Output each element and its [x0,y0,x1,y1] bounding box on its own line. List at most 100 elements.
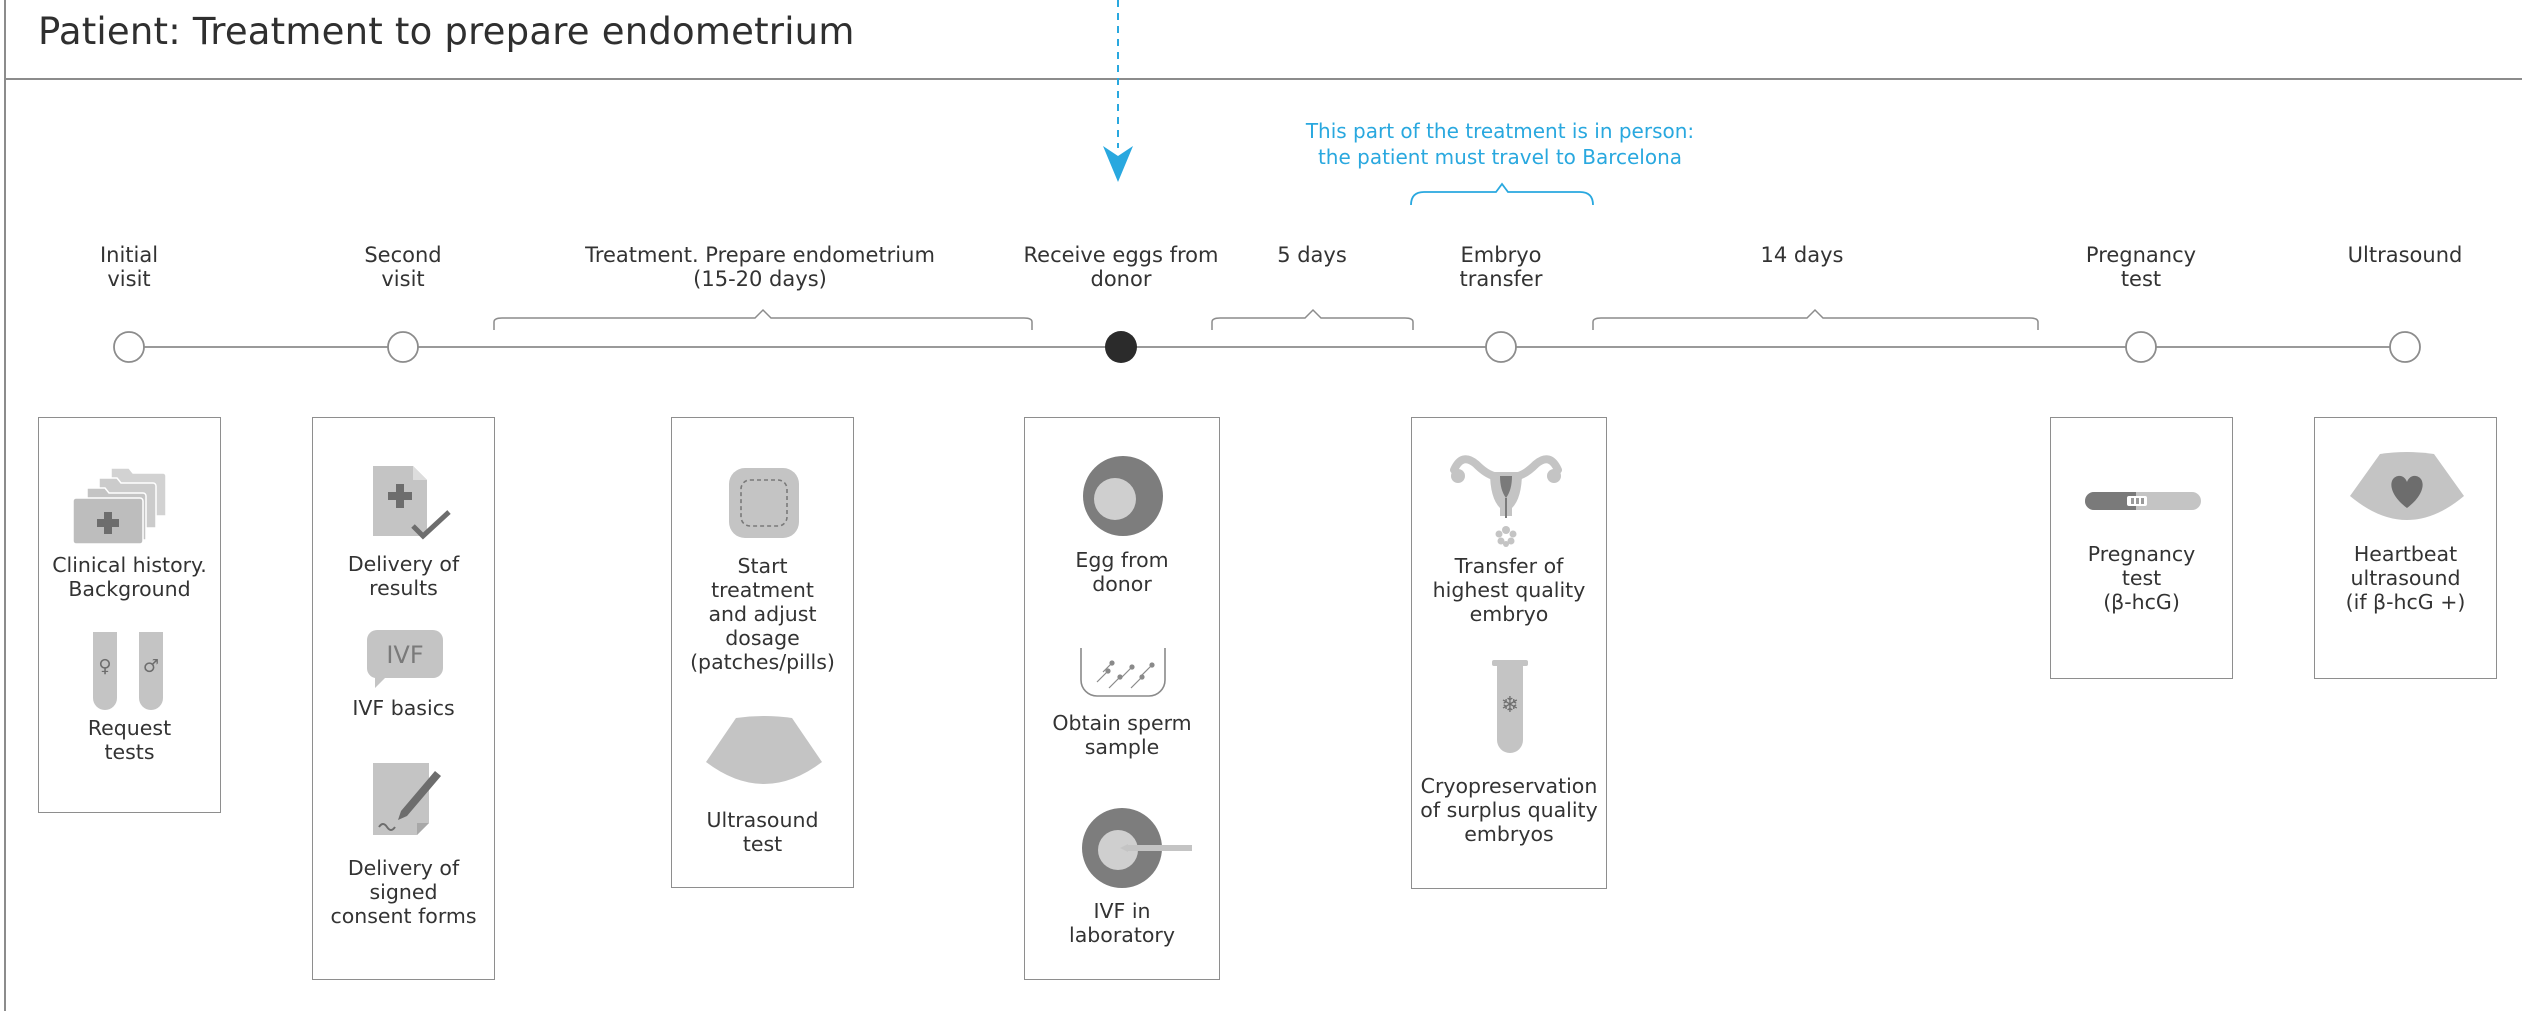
step-label-line: 14 days [1760,243,1844,267]
card-item-text: embryos [1464,822,1554,846]
callout-line2: the patient must travel to Barcelona [1317,145,1683,169]
node-embryo-transfer [1485,331,1517,363]
card-item-text: tests [104,740,155,764]
card-item-text: dosage [725,626,800,650]
five-days-bracket [1211,308,1414,330]
egg-icon [1083,456,1163,536]
card-item-start-treatment: Start treatment and adjust dosage (patch… [672,554,853,674]
card-item-pregnancy-test: Pregnancy test (β-hcG) [2051,542,2232,614]
card-item-text: Obtain sperm [1052,711,1192,735]
card-item-text: test [2121,566,2162,590]
ivf-speech-bubble-icon: IVF [367,630,443,688]
card-item-cryopreservation: Cryopreservation of surplus quality embr… [1412,774,1606,846]
step-label-five-days: 5 days [1192,243,1432,267]
patch-icon [729,468,799,538]
signed-document-icon [373,763,441,835]
card-item-transfer-embryo: Transfer of highest quality embryo [1412,554,1606,626]
step-label-initial-visit: Initial visit [9,243,249,291]
arrow-head-icon [1103,146,1133,182]
card-item-text: signed [369,880,438,904]
in-person-callout: This part of the treatment is in person:… [1260,118,1740,170]
step-label-line: transfer [1459,267,1543,291]
treatment-bracket [493,308,1033,330]
step-label-line: Receive eggs from [1023,243,1219,267]
card-item-text: Clinical history. [52,553,207,577]
document-check-icon [373,466,451,540]
card-item-text: consent forms [330,904,477,928]
card-item-text: IVF in [1093,899,1151,923]
card-item-text: ultrasound [2350,566,2461,590]
step-label-line: Ultrasound [2347,243,2463,267]
step-label-line: Initial [99,243,159,267]
node-receive-eggs [1105,331,1137,363]
card-item-text: Start [737,554,788,578]
card-item-text: IVF basics [352,696,455,720]
card-item-text: treatment [711,578,814,602]
svg-text:♀: ♀ [98,656,111,677]
card-item-text: Pregnancy [2087,542,2196,566]
step-label-fourteen-days: 14 days [1682,243,1922,267]
card-item-text: embryo [1469,602,1549,626]
uterus-icon [1450,455,1562,547]
card-item-text: of surplus quality [1420,798,1598,822]
card-item-ultrasound-test: Ultrasound test [672,808,853,856]
node-ultrasound [2389,331,2421,363]
callout-line1: This part of the treatment is in person: [1305,119,1695,143]
card-item-request-tests: Request tests [39,716,220,764]
svg-text:♂: ♂ [143,656,159,677]
card-item-clinical-history: Clinical history. Background [39,553,220,601]
card-receive-eggs: Egg from donor Obtain sperm sample IVF i… [1024,417,1220,980]
step-label-line: (15-20 days) [693,267,827,291]
card-item-text: Egg from [1075,548,1169,572]
step-label-line: test [2120,267,2162,291]
step-label-embryo-transfer: Embryo transfer [1381,243,1621,291]
card-item-text: (patches/pills) [690,650,835,674]
node-pregnancy-test [2125,331,2157,363]
card-treatment: Start treatment and adjust dosage (patch… [671,417,854,888]
callout-bracket [1410,182,1594,206]
card-item-text: Cryopreservation [1420,774,1598,798]
header-divider [4,78,2522,80]
card-item-text: test [742,832,783,856]
card-item-text: highest quality [1432,578,1586,602]
node-second-visit [387,331,419,363]
step-label-line: Embryo [1460,243,1542,267]
card-item-text: results [369,576,438,600]
step-label-line: visit [381,267,425,291]
step-label-treatment: Treatment. Prepare endometrium (15-20 da… [560,243,960,291]
card-embryo-transfer: Transfer of highest quality embryo ❄ Cry… [1411,417,1607,889]
card-item-egg-from-donor: Egg from donor [1025,548,1219,596]
card-item-text: donor [1092,572,1152,596]
test-tubes-icon: ♀ ♂ [93,632,163,710]
sperm-sample-icon [1080,648,1166,697]
step-label-line: Second [364,243,442,267]
card-item-ivf-basics: IVF basics [313,696,494,720]
fourteen-days-bracket [1592,308,2039,330]
card-item-text: Heartbeat [2353,542,2458,566]
card-item-text: Ultrasound [706,808,819,832]
card-item-text: Background [68,577,191,601]
step-label-line: visit [107,267,151,291]
card-ultrasound: Heartbeat ultrasound (if β-hcG +) [2314,417,2497,679]
frozen-tube-icon: ❄ [1492,660,1528,753]
card-pregnancy-test: Pregnancy test (β-hcG) [2050,417,2233,679]
card-item-delivery-results: Delivery of results [313,552,494,600]
card-item-text: Delivery of [347,552,460,576]
step-label-receive-eggs: Receive eggs from donor [1001,243,1241,291]
card-item-obtain-sperm: Obtain sperm sample [1025,711,1219,759]
card-item-text: and adjust [708,602,817,626]
card-item-text: (β-hcG) [2103,590,2180,614]
card-item-text: Delivery of [347,856,460,880]
card-item-text: sample [1084,735,1160,759]
ivf-badge-text: IVF [386,641,423,669]
frame-border [4,0,6,1011]
card-item-heartbeat-ultrasound: Heartbeat ultrasound (if β-hcG +) [2315,542,2496,614]
card-item-text: Request [87,716,172,740]
heartbeat-ultrasound-icon [2350,452,2464,520]
step-label-line: Treatment. Prepare endometrium [585,243,935,267]
card-item-text: Transfer of [1454,554,1564,578]
step-label-line: donor [1090,267,1152,291]
card-item-ivf-laboratory: IVF in laboratory [1025,899,1219,947]
card-item-text: laboratory [1069,923,1175,947]
ivf-injection-icon [1082,808,1192,888]
